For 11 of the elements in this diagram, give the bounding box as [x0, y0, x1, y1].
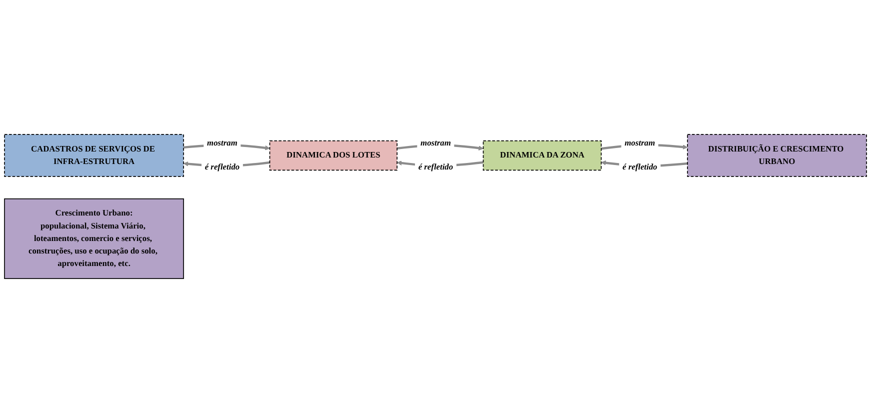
edge-label: mostram [420, 139, 451, 148]
node-box: DINAMICA DA ZONA [482, 140, 602, 172]
edge-label: é refletido [204, 163, 240, 172]
node-box: CADASTROS DE SERVIÇOS DE INFRA-ESTRUTURA [4, 134, 184, 178]
node-box: Crescimento Urbano: populacional, Sistema Viário, loteamentos, comercio e serviços, construções, uso e ocupação do solo, aproveitamento, etc. [4, 198, 184, 280]
edge-label: é refletido [622, 163, 658, 172]
edge-label: é refletido [418, 163, 454, 172]
edge-label: mostram [624, 139, 655, 148]
edge-label: mostram [207, 139, 238, 148]
node-box: DISTRIBUIÇÃO E CRESCIMENTO URBANO [687, 134, 867, 178]
node-box: DINAMICA DOS LOTES [269, 140, 398, 172]
